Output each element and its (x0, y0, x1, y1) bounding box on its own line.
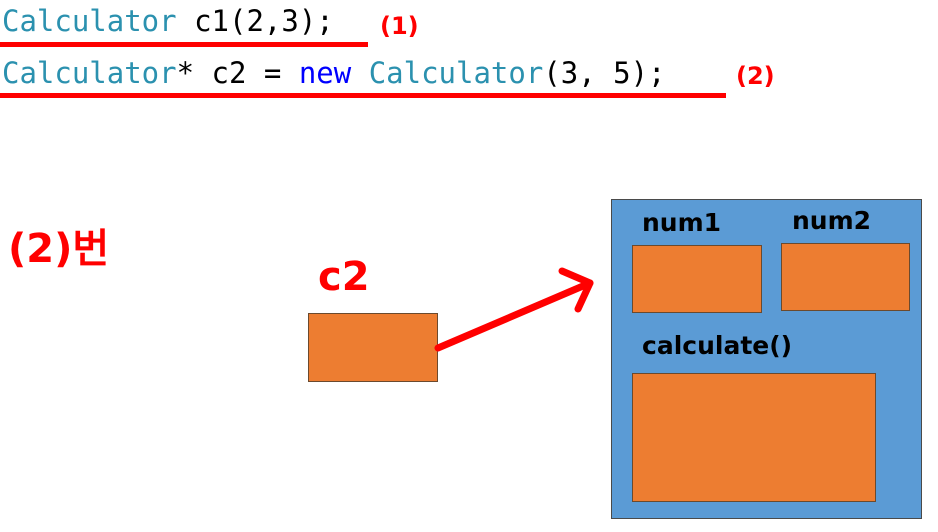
code-line-heap-object: Calculator* c2 = new Calculator(3, 5); (2, 56, 666, 90)
token-space (351, 56, 368, 90)
pointer-declaration: * c2 = (176, 56, 299, 90)
marker-2: (2) (736, 62, 775, 90)
code-line-stack-object: Calculator c1(2,3); (2, 4, 334, 38)
underline-1 (0, 42, 368, 47)
constructor-name: Calculator (368, 56, 544, 90)
method-box (632, 373, 876, 502)
arrow-shaft (434, 279, 594, 352)
new-keyword: new (298, 56, 352, 90)
num1-box (632, 245, 762, 313)
case-label: (2)번 (8, 226, 110, 272)
arrow-head (558, 267, 594, 313)
method-label: calculate() (642, 331, 793, 360)
pointer-variable-box (308, 313, 438, 382)
num2-box (781, 243, 910, 311)
type-name: Calculator (2, 4, 177, 38)
underline-2 (0, 93, 726, 98)
type-name: Calculator (2, 56, 177, 90)
num1-label: num1 (642, 208, 722, 237)
marker-1: (1) (380, 12, 419, 40)
num2-label: num2 (792, 206, 872, 235)
constructor-args: (3, 5); (543, 56, 666, 90)
pointer-label: c2 (318, 254, 370, 300)
stack-object-declaration: c1(2,3); (176, 4, 334, 38)
